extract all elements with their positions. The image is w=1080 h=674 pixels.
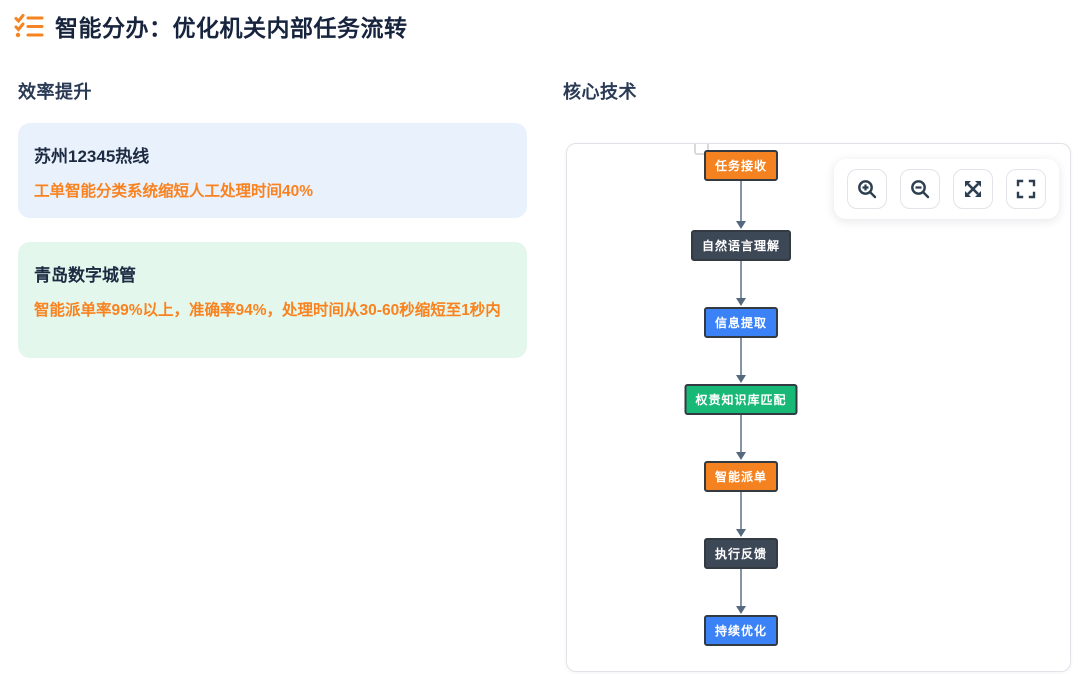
page-header: 智能分办：优化机关内部任务流转 bbox=[14, 9, 408, 43]
flow-node-info-extract[interactable]: 信息提取 bbox=[703, 307, 779, 338]
canvas-toolbar bbox=[834, 159, 1059, 219]
zoom-in-button[interactable] bbox=[847, 169, 887, 209]
zoom-in-icon bbox=[856, 178, 878, 200]
checklist-icon bbox=[14, 13, 44, 39]
zoom-out-icon bbox=[909, 178, 931, 200]
flow-node-nlu[interactable]: 自然语言理解 bbox=[690, 230, 792, 261]
flow-node-kb-match[interactable]: 权责知识库匹配 bbox=[684, 384, 798, 415]
case-title: 青岛数字城管 bbox=[34, 266, 136, 285]
fullscreen-icon bbox=[1016, 179, 1036, 199]
efficiency-heading: 效率提升 bbox=[18, 82, 92, 102]
zoom-out-button[interactable] bbox=[900, 169, 940, 209]
flowchart-canvas[interactable]: 任务接收 自然语言理解 信息提取 权责知识库匹配 智能派单 执行反馈 持续优化 bbox=[566, 143, 1071, 672]
page-title: 智能分办：优化机关内部任务流转 bbox=[55, 15, 408, 41]
flow-node-task-receive[interactable]: 任务接收 bbox=[703, 150, 779, 181]
fit-view-button[interactable] bbox=[953, 169, 993, 209]
case-title: 苏州12345热线 bbox=[34, 147, 150, 166]
flow-node-smart-dispatch[interactable]: 智能派单 bbox=[703, 461, 779, 492]
case-card-qingdao: 青岛数字城管 智能派单率99%以上，准确率94%，处理时间从30-60秒缩短至1… bbox=[18, 242, 527, 358]
case-description: 智能派单率99%以上，准确率94%，处理时间从30-60秒缩短至1秒内 bbox=[34, 302, 501, 319]
flow-edges bbox=[736, 178, 746, 614]
fullscreen-button[interactable] bbox=[1006, 169, 1046, 209]
case-description: 工单智能分类系统缩短人工处理时间40% bbox=[34, 183, 314, 200]
flow-node-exec-feedback[interactable]: 执行反馈 bbox=[703, 538, 779, 569]
case-card-suzhou: 苏州12345热线 工单智能分类系统缩短人工处理时间40% bbox=[18, 123, 527, 218]
fit-view-icon bbox=[963, 179, 983, 199]
partial-node bbox=[694, 144, 709, 155]
technology-heading: 核心技术 bbox=[563, 82, 637, 102]
flow-node-continuous-opt[interactable]: 持续优化 bbox=[703, 615, 779, 646]
